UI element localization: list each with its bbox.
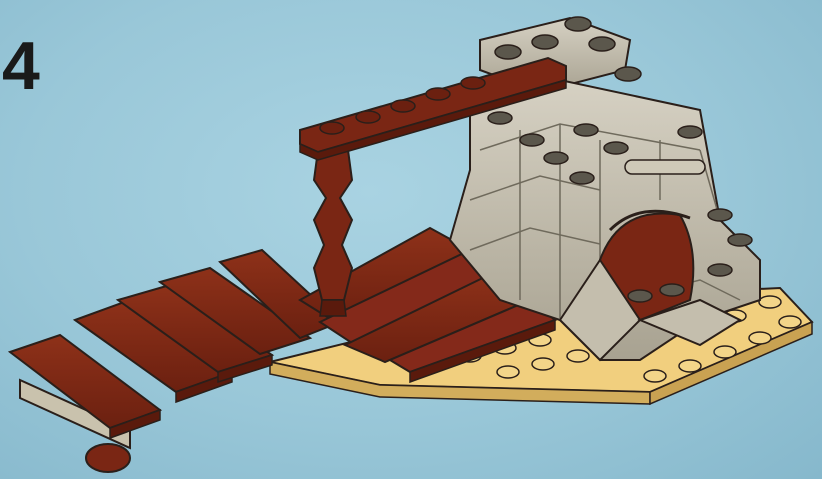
round-brick-foot	[86, 444, 130, 472]
brown-post	[314, 150, 352, 316]
